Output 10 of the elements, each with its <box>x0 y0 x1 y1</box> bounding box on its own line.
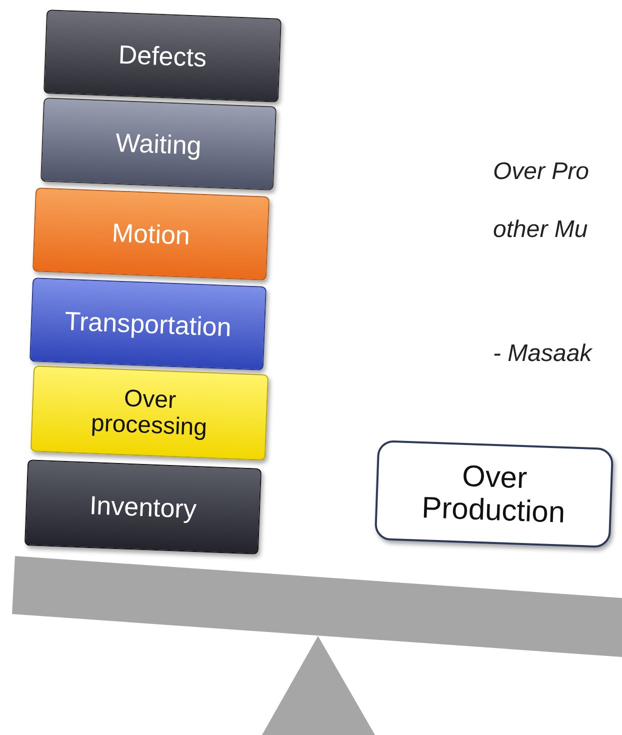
waste-block: Transportation <box>29 278 267 370</box>
quote-text: other Mu <box>493 216 588 244</box>
waste-block: Waiting <box>40 98 277 190</box>
waste-block: Inventory <box>24 460 262 554</box>
waste-block: Defects <box>43 10 282 102</box>
counterweight-box: Over Production <box>374 440 614 548</box>
quote-text: - Masaak <box>493 340 592 368</box>
waste-block: Over processing <box>30 366 269 460</box>
quote-text: Over Pro <box>493 158 590 186</box>
waste-block: Motion <box>32 188 270 280</box>
